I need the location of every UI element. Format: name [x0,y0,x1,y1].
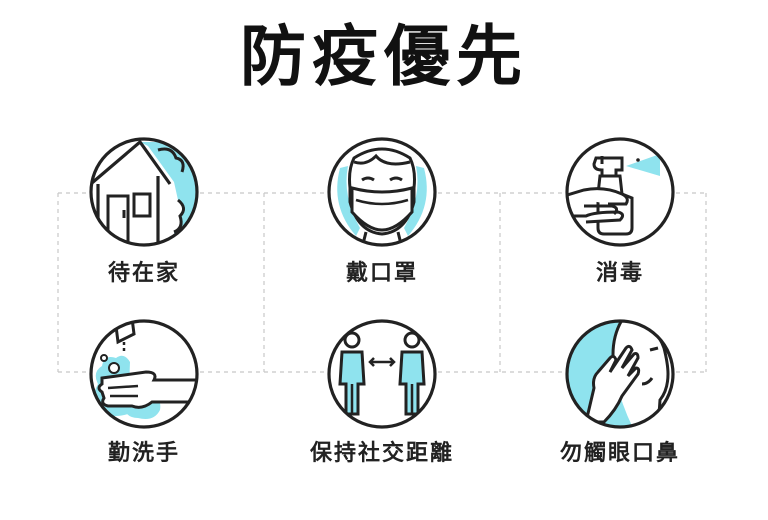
face-mask-icon [327,137,437,247]
hand-washing-icon [89,319,199,429]
label-no-touch-face: 勿觸眼口鼻 [559,441,680,466]
social-distance-icon [327,319,437,429]
label-wash-hands: 勤洗手 [107,441,180,466]
label-disinfect: 消毒 [595,261,644,286]
house-icon [89,137,199,247]
label-stay-home: 待在家 [107,261,180,286]
label-social-distance: 保持社交距離 [309,441,454,466]
spray-bottle-icon [565,137,675,247]
page-title: 防疫優先 [240,18,528,95]
no-touch-face-icon [565,319,675,429]
label-wear-mask: 戴口罩 [345,261,418,286]
